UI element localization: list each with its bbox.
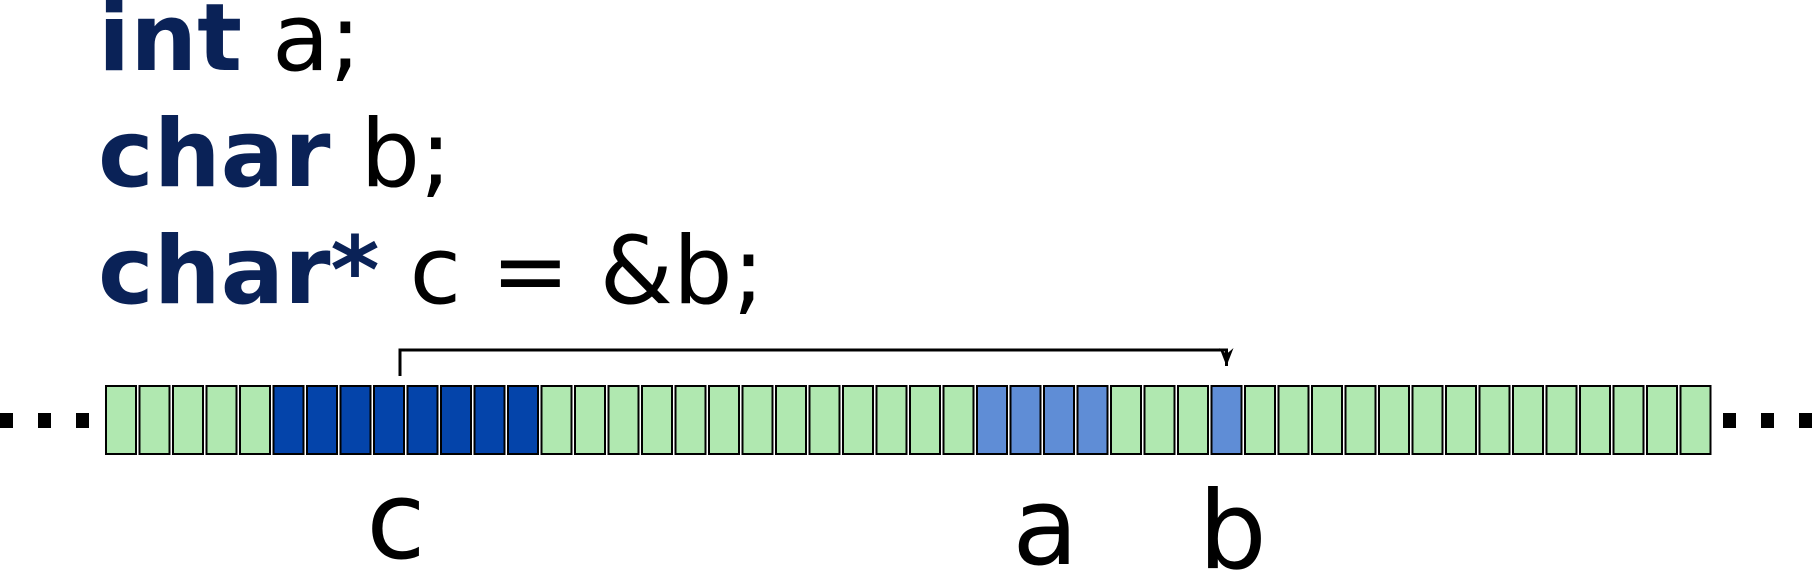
- memory-cell-free: [909, 385, 941, 455]
- memory-cell-free: [1512, 385, 1544, 455]
- memory-cell-free: [105, 385, 137, 455]
- memory-cell-free: [808, 385, 841, 455]
- declaration-a: a;: [242, 0, 362, 93]
- ellipsis-dot: [1799, 413, 1812, 428]
- ellipsis-dot: [0, 413, 13, 428]
- declaration-b: b;: [330, 100, 452, 209]
- ellipsis-dot: [76, 413, 89, 428]
- memory-cell-free: [1445, 385, 1477, 455]
- memory-cell-c: [272, 385, 305, 455]
- memory-cell-b: [1210, 385, 1243, 455]
- memory-cell-free: [138, 385, 171, 455]
- memory-cell-free: [1277, 385, 1310, 455]
- memory-cell-free: [842, 385, 874, 455]
- memory-cell-c: [339, 385, 372, 455]
- declaration-c: c = &b;: [379, 217, 765, 326]
- memory-cell-c: [473, 385, 506, 455]
- memory-cell-free: [1344, 385, 1377, 455]
- memory-cell-free: [1579, 385, 1611, 455]
- memory-cell-free: [172, 385, 204, 455]
- label-variable-b: b: [1198, 469, 1267, 571]
- ellipsis-dot: [1723, 413, 1736, 428]
- memory-cell-a: [976, 385, 1008, 455]
- memory-cell-free: [674, 385, 707, 455]
- memory-cell-a: [1009, 385, 1042, 455]
- memory-cell-free: [1478, 385, 1511, 455]
- memory-cell-free: [1110, 385, 1142, 455]
- ellipsis-dot: [1761, 413, 1774, 428]
- memory-cell-free: [741, 385, 774, 455]
- memory-cell-free: [775, 385, 807, 455]
- memory-cell-a: [1043, 385, 1075, 455]
- memory-cell-c: [406, 385, 439, 455]
- memory-cell-free: [641, 385, 673, 455]
- left-ellipsis: [0, 413, 89, 428]
- memory-cell-free: [1378, 385, 1410, 455]
- memory-cell-free: [239, 385, 271, 455]
- memory-cell-free: [875, 385, 908, 455]
- memory-cell-free: [1679, 385, 1712, 455]
- memory-cell-c: [440, 385, 472, 455]
- memory-cell-free: [708, 385, 740, 455]
- code-line-char-b: char b;: [98, 108, 452, 202]
- keyword-char: char: [98, 100, 331, 209]
- memory-cell-free: [574, 385, 606, 455]
- memory-cell-free: [1411, 385, 1444, 455]
- memory-cell-a: [1076, 385, 1109, 455]
- code-line-int-a: int a;: [98, 0, 361, 86]
- memory-cell-c: [507, 385, 539, 455]
- memory-cell-free: [1545, 385, 1578, 455]
- memory-cell-free: [942, 385, 975, 455]
- memory-cell-c: [373, 385, 405, 455]
- memory-cell-c: [306, 385, 338, 455]
- pointer-arrow: [398, 348, 1234, 376]
- right-ellipsis: [1723, 413, 1812, 428]
- ellipsis-dot: [38, 413, 51, 428]
- keyword-int: int: [98, 0, 243, 93]
- memory-cell-free: [607, 385, 640, 455]
- memory-cell-free: [1612, 385, 1645, 455]
- label-variable-a: a: [1012, 465, 1078, 571]
- code-line-char-ptr-c: char* c = &b;: [98, 225, 764, 319]
- memory-cell-free: [1143, 385, 1176, 455]
- memory-cell-free: [205, 385, 238, 455]
- memory-cell-free: [1244, 385, 1276, 455]
- keyword-char-pointer: char*: [98, 217, 380, 326]
- memory-cell-free: [1646, 385, 1678, 455]
- memory-cell-free: [540, 385, 573, 455]
- label-variable-c: c: [366, 459, 425, 571]
- memory-cell-free: [1311, 385, 1343, 455]
- memory-cell-free: [1177, 385, 1209, 455]
- memory-cells: [105, 385, 1712, 455]
